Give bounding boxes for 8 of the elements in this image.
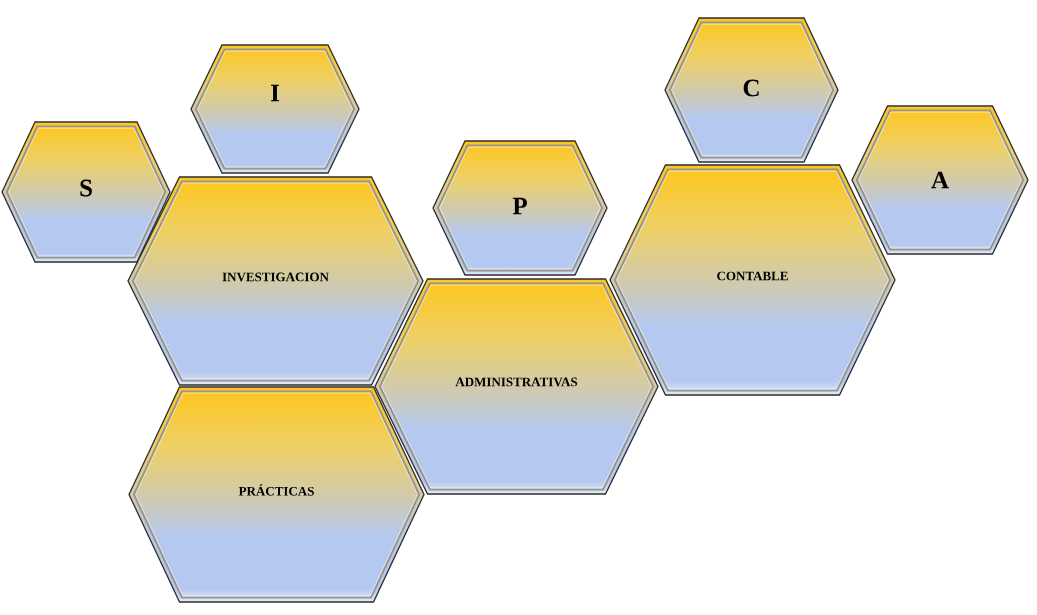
hexagon-box: PRÁCTICAS	[128, 386, 425, 603]
hexagon-box: I	[190, 44, 360, 174]
hexagon-box: C	[664, 17, 839, 163]
hexagon-box: S	[1, 121, 171, 263]
hexagon-box: CONTABLE	[609, 164, 896, 396]
hexagon-box: A	[851, 105, 1029, 255]
hexagon-box: P	[432, 140, 608, 276]
hexagon-box: INVESTIGACION	[127, 176, 424, 386]
